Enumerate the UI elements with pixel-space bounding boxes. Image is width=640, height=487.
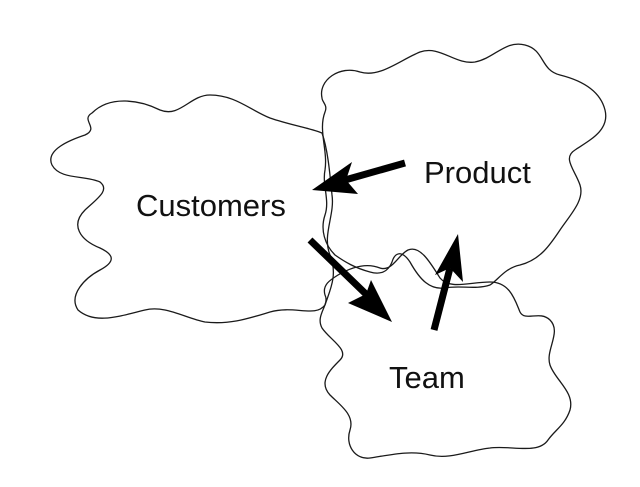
team-blob bbox=[319, 248, 572, 459]
arrow-product-to-customers bbox=[312, 159, 406, 194]
customers-label: Customers bbox=[136, 188, 286, 223]
product-blob bbox=[320, 43, 607, 289]
product-label: Product bbox=[424, 155, 531, 190]
arrow-customers-to-team bbox=[307, 237, 392, 322]
customers-blob bbox=[50, 94, 334, 324]
team-label: Team bbox=[389, 360, 465, 395]
arrow-team-to-product bbox=[430, 234, 463, 331]
